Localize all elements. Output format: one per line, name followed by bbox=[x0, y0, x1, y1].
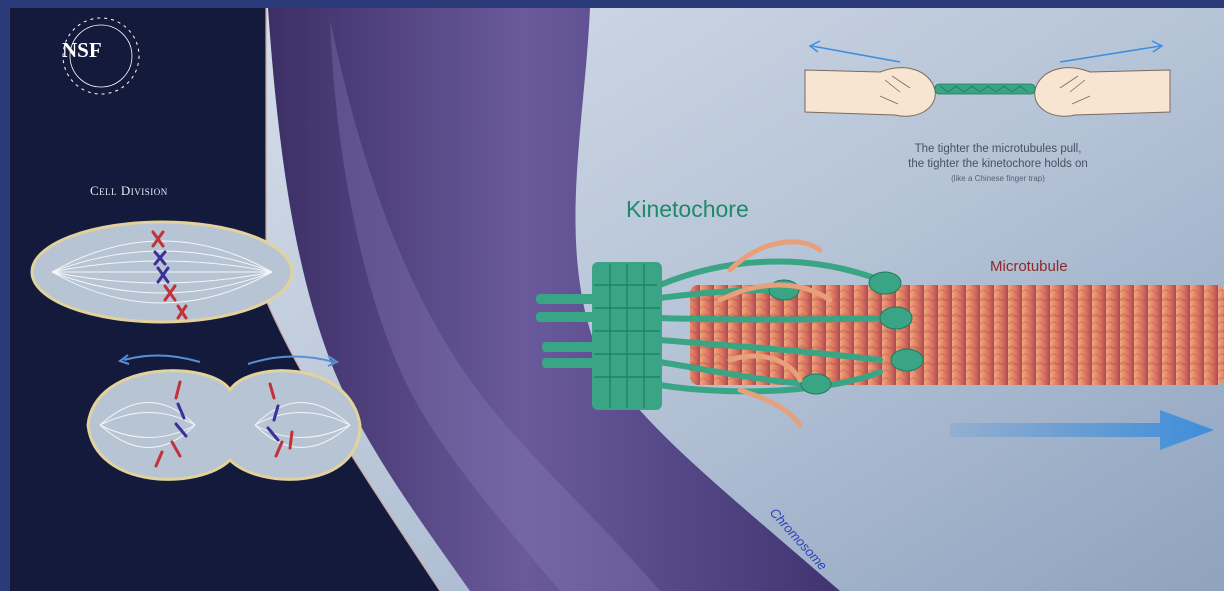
inset-caption-line2: the tighter the kinetochore holds on bbox=[828, 158, 1168, 170]
cell-division-title: Cell Division bbox=[90, 183, 168, 199]
right-hand bbox=[1035, 68, 1170, 117]
inset-caption-line1: The tighter the microtubules pull, bbox=[828, 143, 1168, 155]
inset-caption-note: (like a Chinese finger trap) bbox=[828, 174, 1168, 183]
metaphase-cell bbox=[32, 222, 292, 322]
nsf-logo-text: NSF bbox=[62, 38, 102, 63]
microtubule-label: Microtubule bbox=[990, 258, 1068, 275]
anaphase-cell bbox=[88, 371, 360, 480]
microtubule-bundle bbox=[690, 285, 1224, 385]
left-hand bbox=[805, 68, 935, 117]
kinetochore-label: Kinetochore bbox=[626, 196, 749, 223]
